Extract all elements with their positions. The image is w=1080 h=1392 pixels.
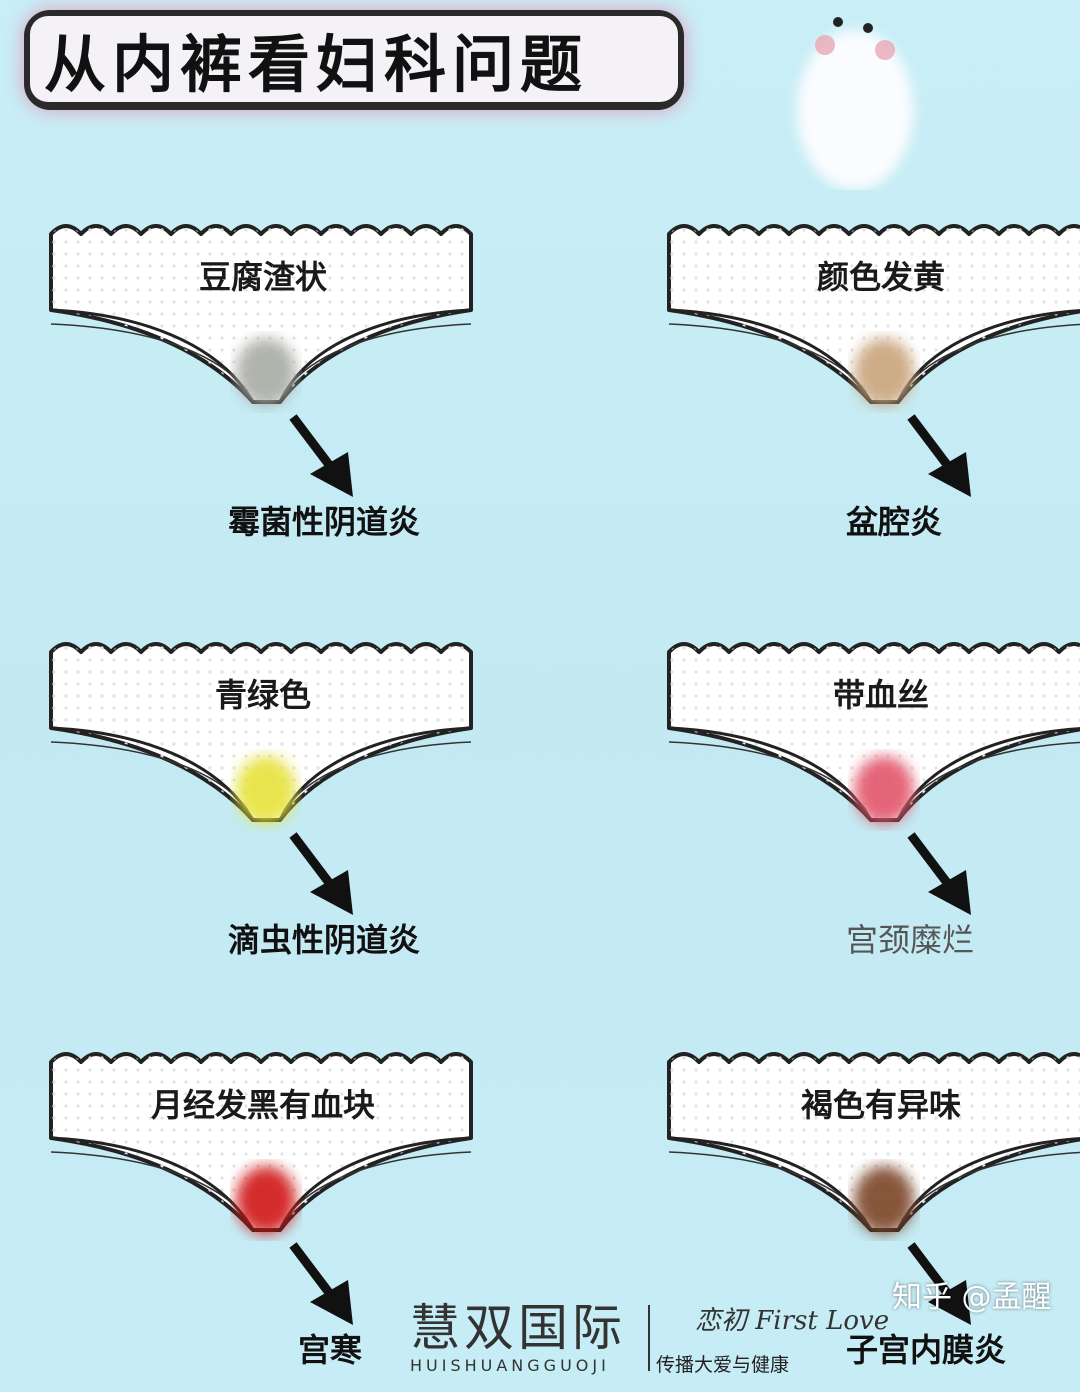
arrow-icon: [289, 1242, 353, 1325]
brand-name-en: HUISHUANGGUOJI: [410, 1356, 610, 1375]
seam-line: [50, 1151, 472, 1221]
symptom-label: 带血丝: [832, 676, 929, 714]
underwear-panel: 颜色发黄 盆腔炎: [666, 212, 1080, 552]
seam-line: [668, 1151, 1080, 1221]
stain: [236, 1166, 296, 1234]
stain: [854, 1166, 914, 1234]
watermark: 知乎 @孟醒: [892, 1280, 1052, 1315]
arrow-icon: [289, 414, 353, 497]
seam-line: [668, 741, 1080, 811]
symptom-label: 颜色发黄: [816, 258, 945, 296]
slogan: 传播大爱与健康: [656, 1354, 790, 1376]
dot-pattern: [669, 644, 1080, 820]
dot-pattern: [51, 1054, 471, 1230]
stain: [236, 756, 296, 824]
diagnosis-label: 盆腔炎: [846, 503, 943, 541]
underwear-panel: 褐色有异味 子宫内膜炎: [666, 1040, 1080, 1380]
title-banner: 从内裤看妇科问题: [24, 10, 684, 110]
arrow-icon: [907, 414, 971, 497]
underwear-panel: 青绿色 滴虫性阴道炎: [48, 630, 478, 970]
symptom-label: 青绿色: [214, 676, 311, 714]
stain: [236, 338, 296, 406]
seam-line: [50, 741, 472, 811]
first-love-logo: 恋初 First Love: [695, 1306, 890, 1336]
arrow-icon: [907, 1242, 971, 1325]
symptom-label: 褐色有异味: [800, 1086, 961, 1124]
symptom-label: 豆腐渣状: [198, 258, 327, 296]
dot-pattern: [51, 226, 471, 402]
arrow-icon: [289, 832, 353, 915]
dot-pattern: [669, 226, 1080, 402]
stain: [854, 756, 914, 824]
brand-name: 慧双国际: [410, 1299, 626, 1357]
brand-logo: 慧双国际 HUISHUANGGUOJI: [410, 1300, 626, 1375]
diagnosis-label: 滴虫性阴道炎: [228, 921, 421, 959]
seam-line: [50, 323, 472, 393]
stain: [854, 338, 914, 406]
underwear-panel: 月经发黑有血块 宫寒: [48, 1040, 478, 1380]
divider: [648, 1305, 650, 1371]
underwear-panel: 带血丝 宫颈糜烂: [666, 630, 1080, 970]
underwear-panel: 豆腐渣状 霉菌性阴道炎: [48, 212, 478, 552]
diagnosis-label: 子宫内膜炎: [846, 1331, 1007, 1369]
arrow-icon: [907, 832, 971, 915]
bunny-illustration: [797, 17, 913, 190]
dot-pattern: [51, 644, 471, 820]
symptom-label: 月经发黑有血块: [150, 1086, 375, 1124]
page-title: 从内裤看妇科问题: [30, 16, 678, 102]
seam-line: [668, 323, 1080, 393]
diagnosis-label: 宫寒: [298, 1331, 363, 1369]
dot-pattern: [669, 1054, 1080, 1230]
diagnosis-label: 霉菌性阴道炎: [228, 503, 421, 541]
diagnosis-label: 宫颈糜烂: [846, 921, 975, 959]
